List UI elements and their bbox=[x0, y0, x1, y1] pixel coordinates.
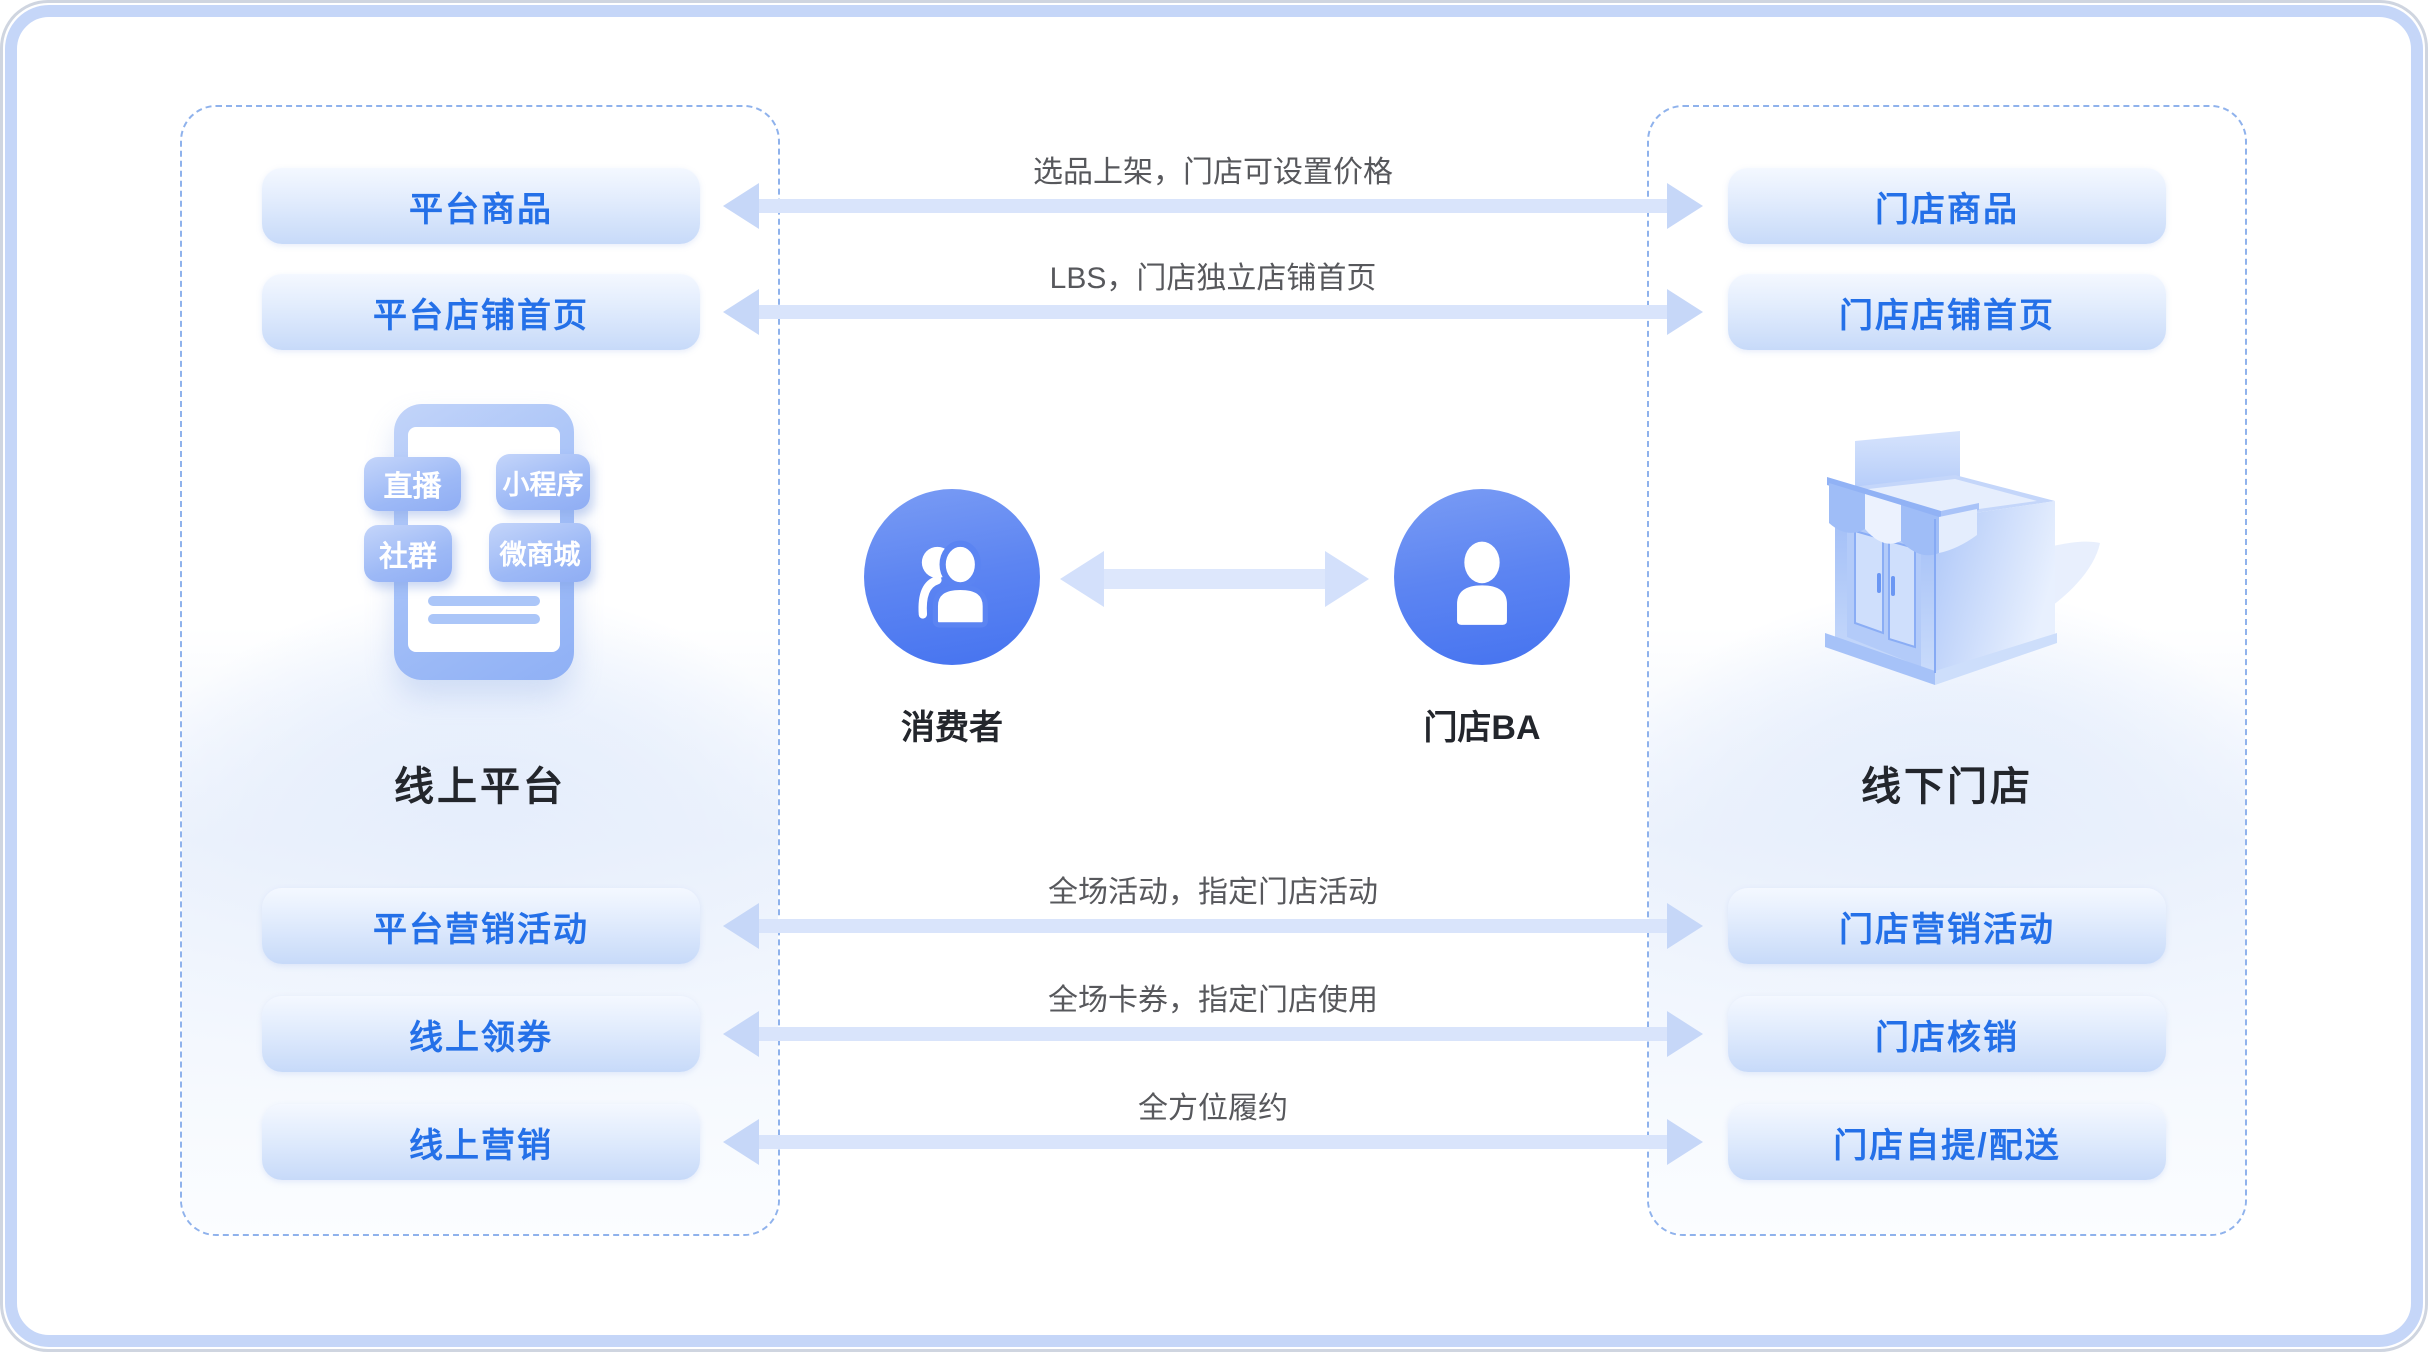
flow-label-fulfillment: 全方位履约 bbox=[1138, 1092, 1288, 1125]
node-store-pickup-delivery: 门店自提/配送 bbox=[1728, 1104, 2166, 1180]
node-platform-marketing-activity: 平台营销活动 bbox=[262, 888, 700, 964]
node-online-coupon: 线上领券 bbox=[262, 996, 700, 1072]
node-store-shop-home: 门店店铺首页 bbox=[1728, 274, 2166, 350]
user-icon bbox=[1457, 541, 1507, 625]
consumer-avatar bbox=[864, 489, 1040, 665]
phone-text-line bbox=[428, 596, 540, 606]
flow-label-lbs: LBS，门店独立店铺首页 bbox=[1049, 262, 1377, 295]
double-arrow-icon bbox=[758, 1135, 1668, 1149]
tag-live-stream: 直播 bbox=[364, 457, 461, 511]
store-ba-avatar bbox=[1394, 489, 1570, 665]
phone-text-line bbox=[428, 614, 540, 624]
double-arrow-icon bbox=[758, 199, 1668, 213]
double-arrow-icon bbox=[758, 305, 1668, 319]
node-store-verification: 门店核销 bbox=[1728, 996, 2166, 1072]
double-arrow-icon bbox=[1102, 569, 1327, 589]
double-arrow-icon bbox=[758, 919, 1668, 933]
tag-community: 社群 bbox=[364, 525, 452, 582]
offline-store-title: 线下门店 bbox=[1861, 765, 2033, 809]
users-icon bbox=[918, 540, 988, 628]
tag-mini-program: 小程序 bbox=[496, 454, 590, 510]
flow-label-activity: 全场活动，指定门店活动 bbox=[1048, 876, 1378, 909]
node-store-marketing-activity: 门店营销活动 bbox=[1728, 888, 2166, 964]
flow-label-coupon: 全场卡券，指定门店使用 bbox=[1048, 984, 1378, 1017]
node-store-goods: 门店商品 bbox=[1728, 168, 2166, 244]
flow-label-goods: 选品上架，门店可设置价格 bbox=[1033, 156, 1393, 189]
consumer-label: 消费者 bbox=[901, 709, 1003, 747]
node-platform-goods: 平台商品 bbox=[262, 168, 700, 244]
online-platform-title: 线上平台 bbox=[394, 765, 566, 809]
store-ba-label: 门店BA bbox=[1423, 709, 1541, 747]
double-arrow-icon bbox=[758, 1027, 1668, 1041]
tag-micro-mall: 微商城 bbox=[489, 523, 591, 582]
node-platform-shop-home: 平台店铺首页 bbox=[262, 274, 700, 350]
node-online-marketing: 线上营销 bbox=[262, 1104, 700, 1180]
store-icon bbox=[1825, 431, 2100, 685]
